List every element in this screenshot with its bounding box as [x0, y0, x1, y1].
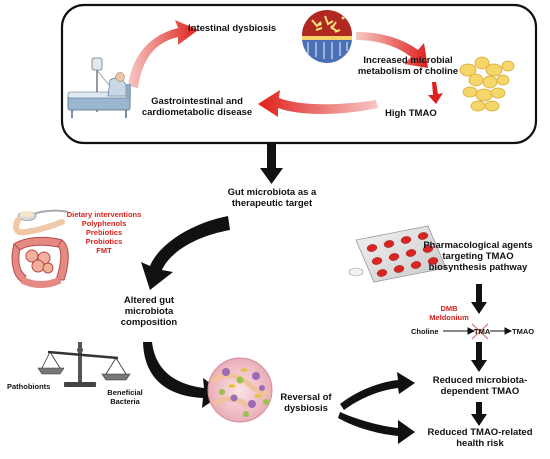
interventions-list: Dietary interventions Polyphenols Prebio… [52, 210, 156, 255]
intervention-item: Probiotics [85, 237, 123, 246]
arrow-to-reduced-risk [338, 412, 415, 444]
microbiota-sphere-icon [207, 357, 273, 423]
label-reversal-line2: dysbiosis [284, 403, 328, 414]
label-beneficial-bacteria: Beneficial Bacteria [100, 388, 150, 406]
label-microbial-metabolism-line2: metabolism of choline [357, 66, 459, 77]
arrow-down-pharma [471, 284, 487, 314]
label-intestinal-dysbiosis: Intestinal dysbiosis [188, 23, 277, 34]
inhibitor-meldonium: Meldonium [429, 313, 469, 322]
arrow-to-disease [258, 90, 378, 117]
label-choline: Choline [411, 327, 439, 336]
arrow-curve-to-altered [141, 216, 230, 290]
arrow-to-metabolism [356, 32, 428, 68]
label-disease-line2: cardiometabolic disease [141, 107, 253, 118]
label-pharmacological: Pharmacological agents targeting TMAO bi… [408, 240, 548, 273]
arrow-to-reduced-tmao [340, 372, 415, 410]
label-reversal: Reversal of dysbiosis [270, 392, 342, 414]
label-tmao: TMAO [512, 327, 535, 336]
arrow-down-outcome [471, 402, 487, 426]
label-altered-line2: microbiota [124, 306, 174, 317]
label-pharma-line3: biosynthesis pathway [428, 262, 528, 273]
pill-pack-icon [348, 225, 447, 283]
balance-scale-icon [37, 342, 131, 387]
label-reduced-risk-line1: Reduced TMAO-related [427, 427, 533, 438]
intestine-icon [11, 236, 69, 288]
inhibitor-dmb: DMB [440, 304, 458, 313]
arrow-to-dysbiosis [128, 20, 198, 88]
inhibitors-list: DMB Meldonium [424, 304, 474, 322]
label-disease-line1: Gastrointestinal and [151, 96, 243, 107]
spoon-icon [13, 209, 69, 236]
label-pharma-line2: targeting TMAO [442, 251, 514, 262]
label-reversal-line1: Reversal of [280, 392, 332, 403]
label-therapeutic-target: Gut microbiota as a therapeutic target [214, 187, 330, 209]
label-microbial-metabolism: Increased microbial metabolism of cholin… [356, 55, 460, 77]
label-altered-composition: Altered gut microbiota composition [106, 295, 192, 328]
arrow-to-high-tmao [428, 82, 443, 104]
patient-bed-icon [67, 57, 131, 118]
intervention-item: Prebiotics [85, 228, 123, 237]
arrow-curve-to-reversal [143, 342, 224, 408]
intervention-item: Polyphenols [81, 219, 127, 228]
label-target-line1: Gut microbiota as a [227, 187, 317, 198]
label-reduced-tmao-line1: Reduced microbiota- [432, 375, 528, 386]
cycle-box [60, 3, 538, 145]
label-reduced-risk-line2: health risk [456, 438, 504, 449]
label-beneficial-line2: Bacteria [110, 397, 140, 406]
arrow-down-pathway [471, 342, 487, 372]
label-reduced-tmao: Reduced microbiota- dependent TMAO [412, 375, 548, 397]
label-altered-line3: composition [120, 317, 178, 328]
label-beneficial-line1: Beneficial [107, 388, 143, 397]
choline-particles-icon [459, 56, 515, 112]
inhibition-cross-icon [471, 323, 489, 340]
label-microbial-metabolism-line1: Increased microbial [363, 55, 453, 66]
label-reduced-risk: Reduced TMAO-related health risk [412, 427, 548, 449]
label-high-tmao: High TMAO [385, 108, 437, 119]
intervention-item: Dietary interventions [66, 210, 142, 219]
label-pathobionts: Pathobionts [7, 382, 51, 391]
arrow-down-target [260, 143, 283, 184]
pathway-arrows [443, 327, 513, 335]
label-reduced-tmao-line2: dependent TMAO [440, 386, 520, 397]
label-disease: Gastrointestinal and cardiometabolic dis… [134, 96, 260, 118]
dysbiosis-cell-icon [302, 10, 352, 63]
label-pharma-line1: Pharmacological agents [423, 240, 533, 251]
label-tma: TMA [474, 327, 491, 336]
label-target-line2: therapeutic target [231, 198, 313, 209]
label-altered-line1: Altered gut [123, 295, 175, 306]
intervention-item: FMT [96, 246, 112, 255]
